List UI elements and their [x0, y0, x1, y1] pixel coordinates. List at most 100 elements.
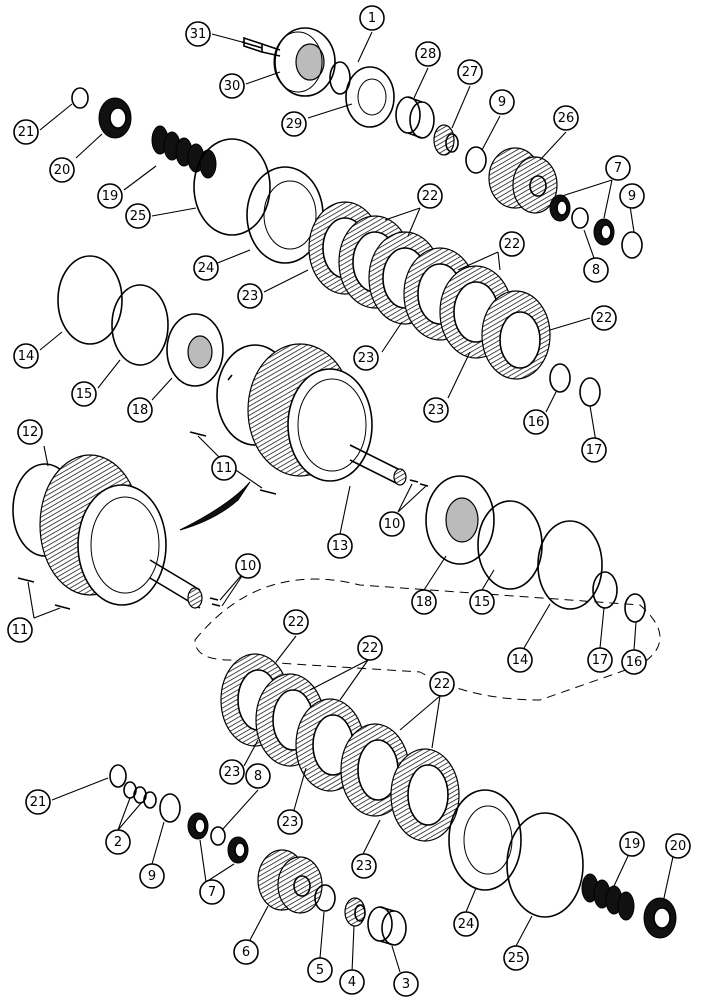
- callout-label: 23: [282, 815, 299, 830]
- callout-label: 14: [18, 349, 35, 364]
- callout-circle: [503, 945, 529, 971]
- callout-label: 9: [148, 869, 156, 884]
- callout-circle: [7, 617, 33, 643]
- seal-ring-part: [111, 284, 169, 366]
- callout-circle: [665, 833, 691, 859]
- callout-22: 22: [283, 609, 309, 635]
- callout-circle: [523, 409, 549, 435]
- callout-23: 23: [219, 759, 245, 785]
- callout-label: 26: [558, 111, 575, 126]
- callout-21: 21: [13, 119, 39, 145]
- spring-pack-part: [581, 873, 635, 921]
- callout-circle: [49, 157, 75, 183]
- callout-circle: [429, 671, 455, 697]
- callout-16: 16: [523, 409, 549, 435]
- callout-label: 25: [508, 951, 525, 966]
- callout-13: 13: [327, 533, 353, 559]
- callout-circle: [281, 111, 307, 137]
- callout-circle: [235, 553, 261, 579]
- callout-circle: [457, 59, 483, 85]
- seal-ring-part: [537, 520, 603, 610]
- snap-ring-part: [71, 87, 89, 109]
- callout-circle: [351, 853, 377, 879]
- callout-22: 22: [499, 231, 525, 257]
- callout-9: 9: [489, 89, 515, 115]
- callout-circle: [453, 911, 479, 937]
- callout-circle: [415, 41, 441, 67]
- washer-part: [621, 231, 643, 259]
- spring-pack-part: [151, 125, 217, 179]
- lower-clutch-pack: [220, 653, 460, 842]
- callout-label: 22: [362, 641, 379, 656]
- callout-circle: [13, 343, 39, 369]
- callout-label: 29: [286, 117, 303, 132]
- callout-label: 11: [12, 623, 29, 638]
- callout-2: 2: [105, 829, 131, 855]
- callout-7: 7: [605, 155, 631, 181]
- bearing-cup-part: [367, 906, 407, 946]
- callout-11: 11: [211, 455, 237, 481]
- callout-label: 13: [332, 539, 349, 554]
- callout-26: 26: [553, 105, 579, 131]
- callout-label: 22: [422, 189, 439, 204]
- callout-17: 17: [587, 647, 613, 673]
- clutch-drum-shaft-part: [216, 343, 407, 486]
- callout-circle: [233, 939, 259, 965]
- callout-circle: [469, 589, 495, 615]
- callout-22: 22: [357, 635, 383, 661]
- callout-29: 29: [281, 111, 307, 137]
- assembly-boundary: [194, 578, 661, 701]
- washer-part: [314, 884, 336, 912]
- callout-label: 24: [198, 261, 215, 276]
- callout-circle: [587, 647, 613, 673]
- bolt-part: [241, 36, 281, 57]
- callout-label: 2: [114, 835, 122, 850]
- callout-label: 10: [240, 559, 257, 574]
- callout-circle: [127, 397, 153, 423]
- callout-circle: [581, 437, 607, 463]
- callout-label: 17: [586, 443, 603, 458]
- callout-circle: [393, 971, 419, 997]
- callout-circle: [621, 649, 647, 675]
- callout-circle: [583, 257, 609, 283]
- callout-label: 19: [624, 837, 641, 852]
- callout-circle: [619, 183, 645, 209]
- callout-8: 8: [245, 763, 271, 789]
- large-snap-ring-part: [193, 138, 271, 236]
- callout-circle: [411, 589, 437, 615]
- callout-label: 22: [434, 677, 451, 692]
- callouts: 1313028279262921201925242279823222214151…: [7, 5, 691, 997]
- callout-20: 20: [665, 833, 691, 859]
- callout-circle: [185, 21, 211, 47]
- callout-label: 9: [628, 189, 636, 204]
- pin-part: [17, 577, 35, 583]
- pressure-plate-part: [448, 789, 522, 891]
- callout-circle: [219, 759, 245, 785]
- large-snap-ring-part: [506, 812, 584, 918]
- callout-label: 4: [348, 975, 356, 990]
- callout-14: 14: [13, 343, 39, 369]
- callout-23: 23: [351, 853, 377, 879]
- callout-label: 24: [458, 917, 475, 932]
- pin-part: [54, 604, 71, 610]
- snap-ring-part: [109, 764, 127, 788]
- callout-label: 7: [208, 885, 216, 900]
- snap-ring-part: [549, 363, 571, 393]
- callout-label: 21: [30, 795, 47, 810]
- callout-circle: [359, 5, 385, 31]
- callout-15: 15: [469, 589, 495, 615]
- callout-circle: [353, 345, 379, 371]
- callout-label: 10: [384, 517, 401, 532]
- callout-circle: [507, 647, 533, 673]
- roller-part: [409, 479, 429, 487]
- callout-circle: [307, 957, 333, 983]
- callout-10: 10: [379, 511, 405, 537]
- callout-circle: [139, 863, 165, 889]
- piston-part: [425, 475, 495, 565]
- callout-12: 12: [17, 419, 43, 445]
- o-ring-part: [592, 571, 618, 609]
- callout-28: 28: [415, 41, 441, 67]
- callout-label: 19: [102, 189, 119, 204]
- callout-27: 27: [457, 59, 483, 85]
